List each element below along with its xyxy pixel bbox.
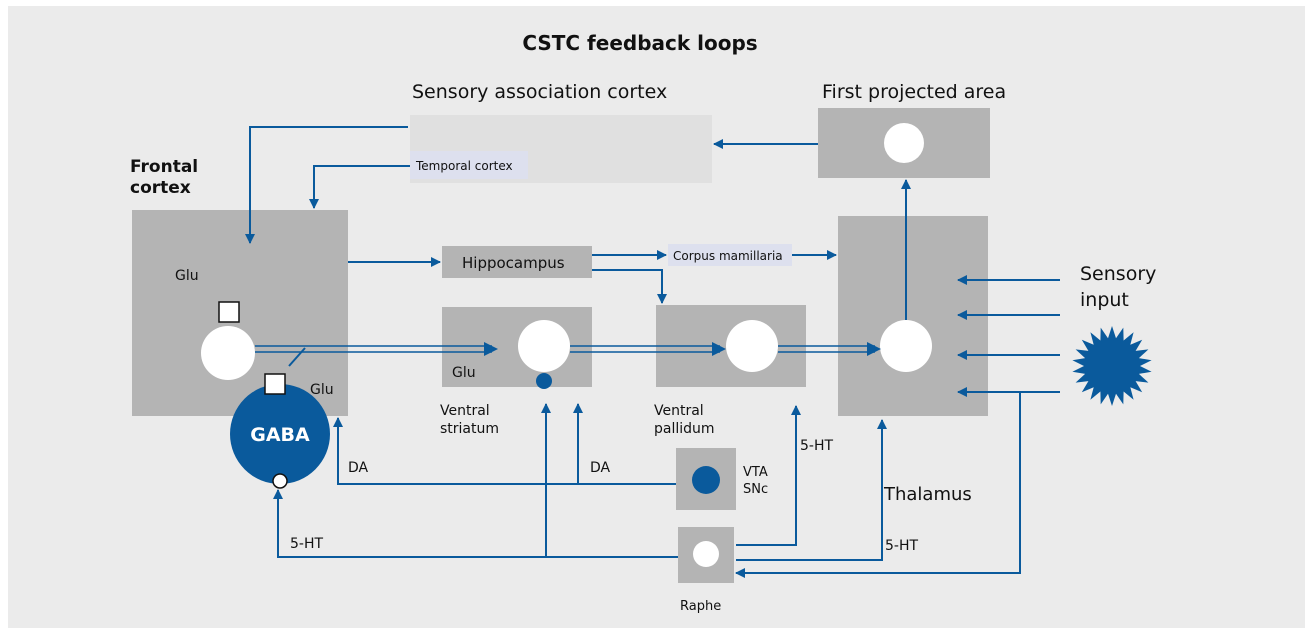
arrowhead-to-striatum [484, 342, 498, 356]
sensory-input-line2: input [1080, 289, 1129, 311]
arrowhead-to-pallidum [712, 342, 726, 356]
da-label-striatum: DA [590, 460, 611, 476]
ventral-striatum-neuron [518, 320, 570, 372]
frontal-receptor-square [218, 301, 240, 323]
thalamus-label: Thalamus [883, 484, 972, 505]
frontal-cortex-line1: Frontal [130, 157, 198, 177]
ventral-striatum-line1: Ventral [440, 403, 490, 419]
first-projected-node [884, 123, 924, 163]
gaba-label: GABA [250, 424, 310, 446]
ventral-striatum-glu-label: Glu [452, 365, 476, 381]
arrow-raphe-to-pallidum [736, 405, 801, 546]
double-projections [255, 345, 875, 353]
ht-label-gaba: 5-HT [290, 536, 323, 552]
temporal-cortex-tag [410, 151, 528, 179]
frontal-glu2-label: Glu [310, 382, 334, 398]
arrow-sensory-to-raphe [735, 392, 1021, 578]
gaba-neuron [230, 384, 330, 484]
thalamus-neuron [880, 320, 932, 372]
corpus-mamillaria-label: Corpus mamillaria [673, 249, 783, 263]
ht-label-pallidum: 5-HT [800, 438, 833, 454]
frontal-glu-label: Glu [175, 268, 199, 284]
vta-neuron [692, 466, 720, 494]
arrow-vta-to-frontal [333, 417, 676, 485]
sensory-stimulus-burst [1072, 326, 1152, 406]
ventral-pallidum-line2: pallidum [654, 421, 715, 437]
sensory-input-line1: Sensory [1080, 263, 1156, 285]
sensory-association-label: Sensory association cortex [412, 81, 667, 103]
vta-label: VTA [743, 465, 768, 480]
arrow-raphe-to-gaba [273, 489, 678, 558]
line-frontal-to-gaba [288, 347, 306, 367]
corpus-mamillaria-tag [668, 244, 792, 266]
first-projected-label: First projected area [822, 81, 1006, 103]
temporal-cortex-label: Temporal cortex [415, 159, 513, 173]
arrow-association-to-frontal [245, 126, 408, 244]
raphe-neuron [693, 541, 719, 567]
hippocampus-label: Hippocampus [462, 254, 565, 272]
da-label-frontal: DA [348, 460, 369, 476]
arrowhead-to-thalamus [867, 342, 881, 356]
ventral-pallidum-neuron [726, 320, 778, 372]
ht-label-thalamus: 5-HT [885, 538, 918, 554]
snc-label: SNc [743, 482, 768, 497]
connection-arrows [245, 126, 1060, 578]
frontal-cortex-box [132, 210, 348, 416]
hippocampus-box [442, 246, 592, 278]
arrow-temporal-to-frontal [309, 165, 410, 209]
ventral-striatum-da-terminal [536, 373, 552, 389]
gaba-receptor-square [264, 373, 286, 395]
ventral-pallidum-line1: Ventral [654, 403, 704, 419]
diagram-title: CSTC feedback loops [522, 31, 757, 55]
raphe-label: Raphe [680, 599, 721, 614]
ventral-striatum-line2: striatum [440, 421, 499, 437]
frontal-cortex-line2: cortex [130, 178, 191, 198]
gaba-receptor-circle [272, 473, 288, 489]
arrow-hippocampus-to-pallidum [592, 269, 667, 304]
arrow-raphe-to-thalamus [736, 419, 887, 561]
frontal-neuron [201, 326, 255, 380]
